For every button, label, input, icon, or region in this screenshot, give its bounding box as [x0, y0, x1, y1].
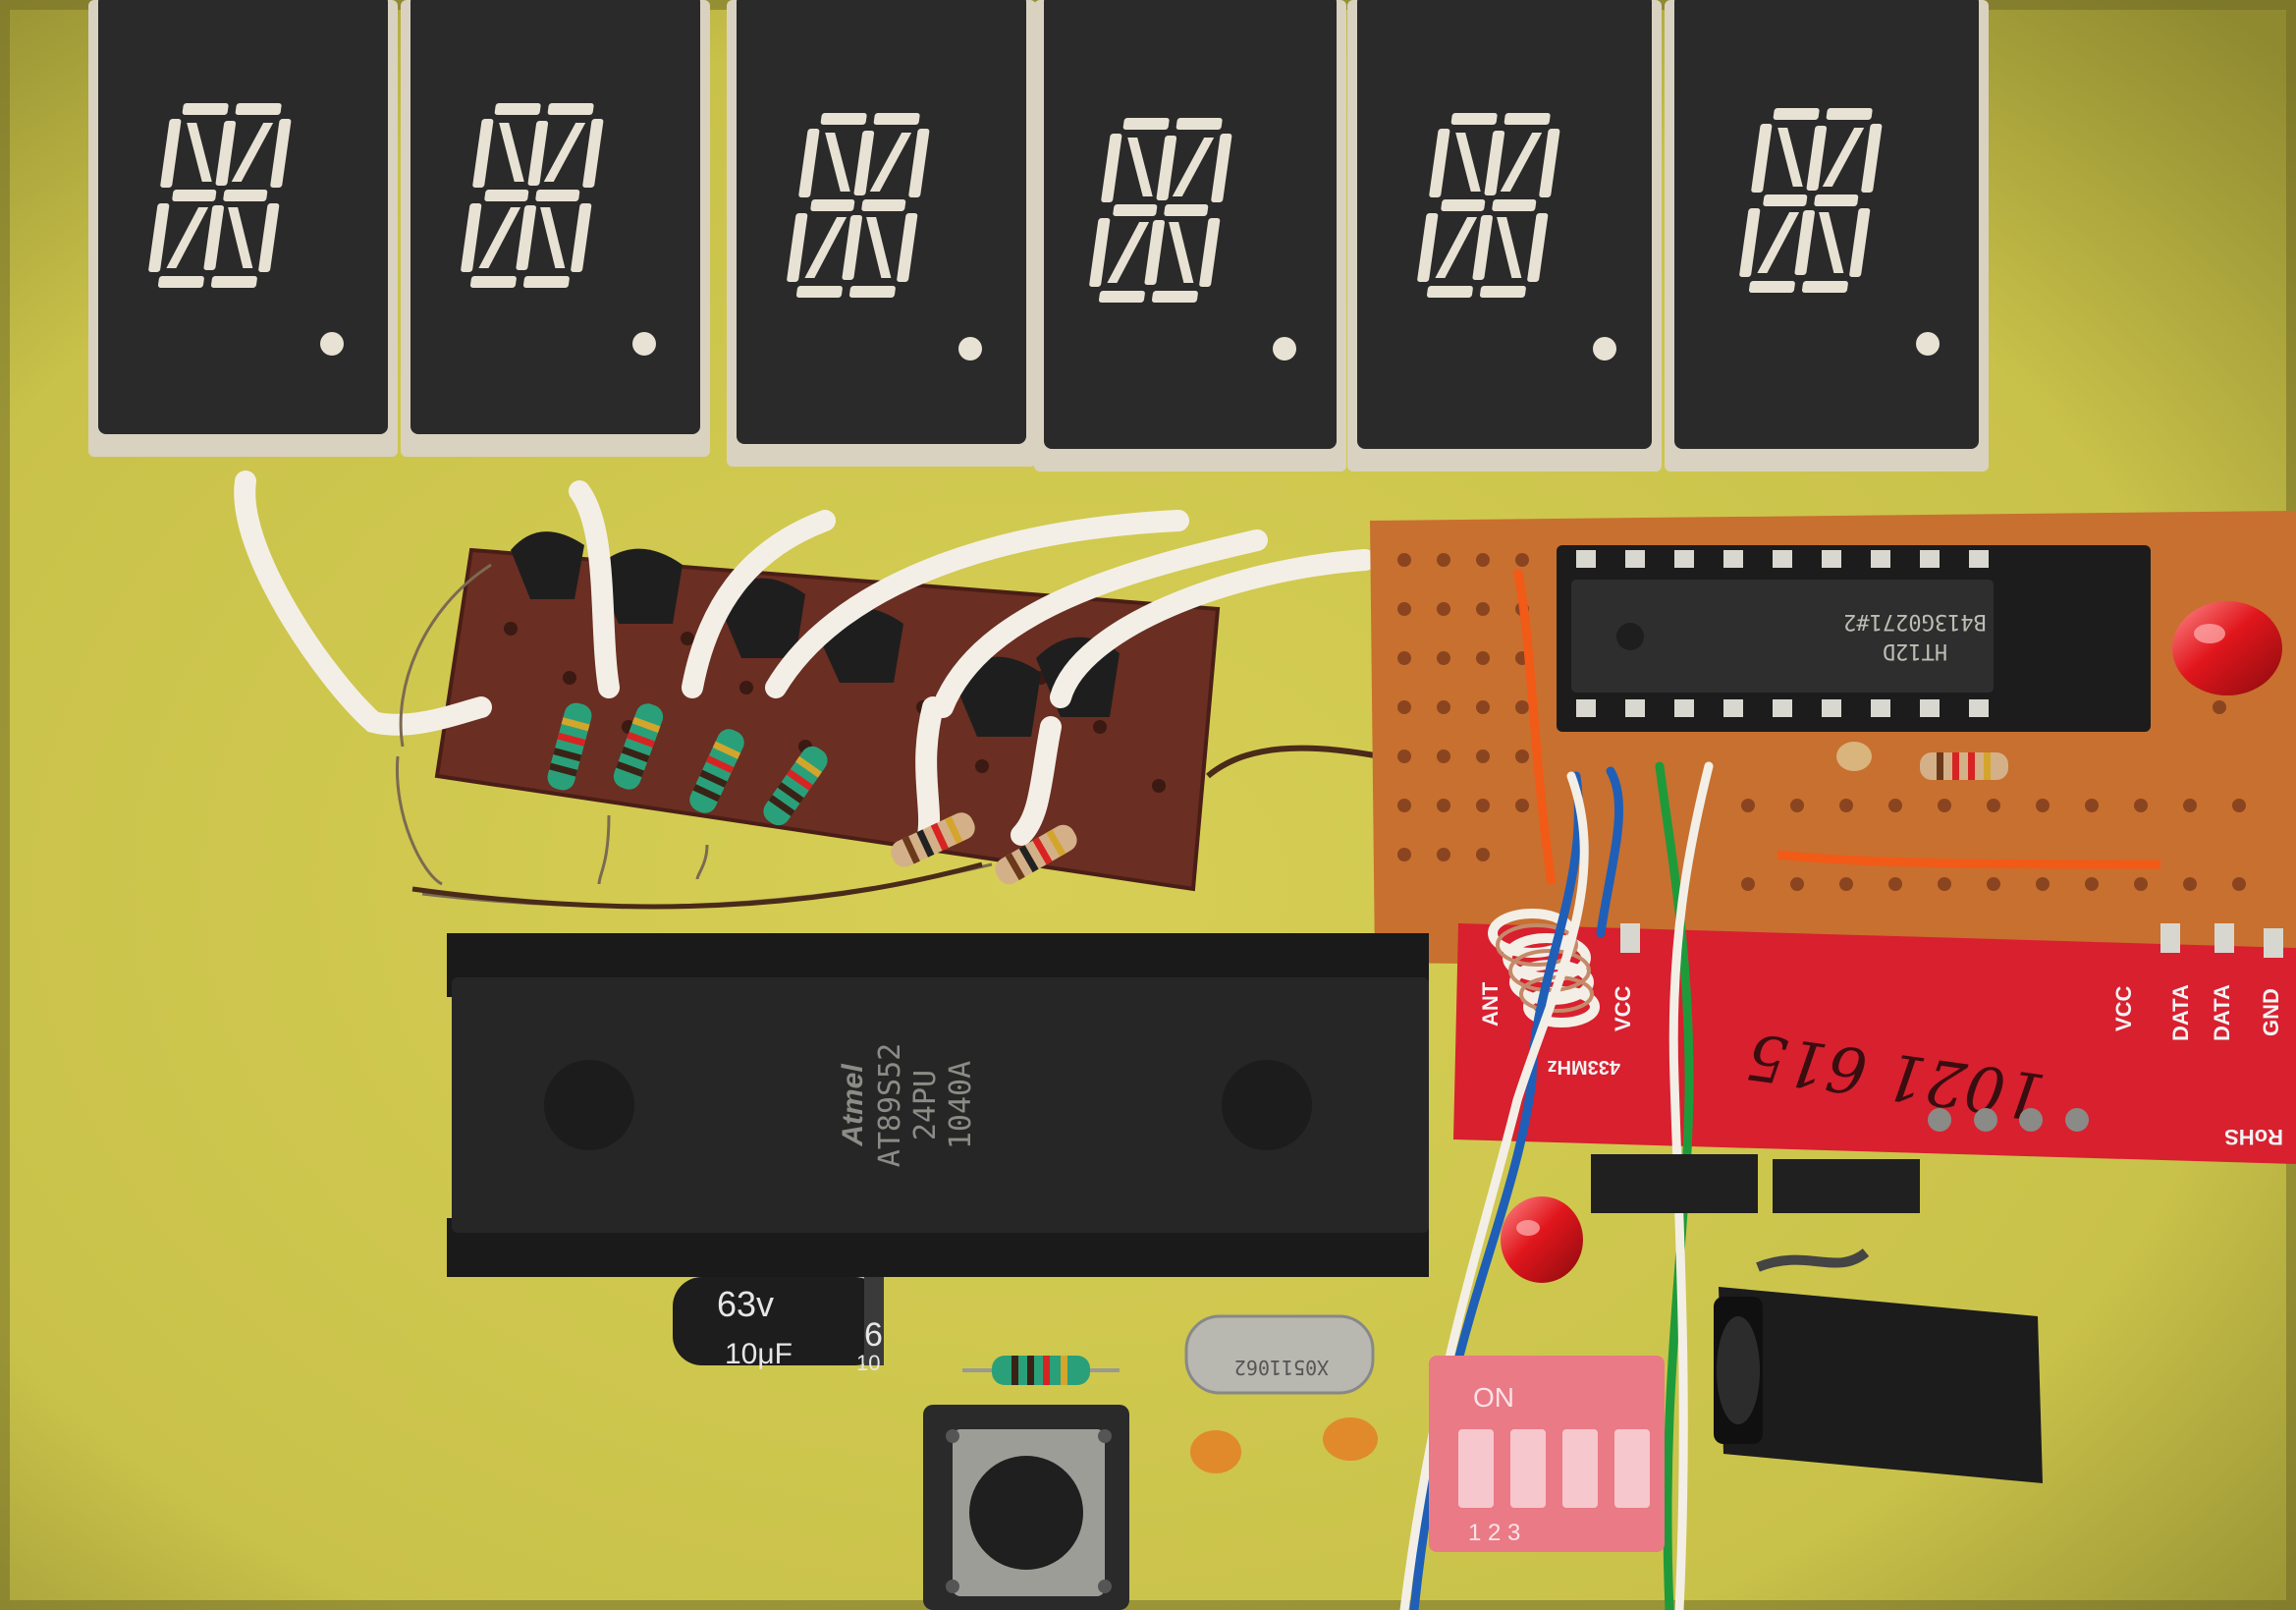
- led-icon: [2172, 601, 2282, 695]
- decoder-lot-code: B413G0271#2: [1843, 609, 1987, 634]
- mcu-package-code: 24PU: [908, 1070, 943, 1140]
- voltage-regulator-icon: [1591, 1154, 1920, 1213]
- resistor-icon: [891, 812, 975, 867]
- rf-pin-data-2: DATA: [2210, 984, 2234, 1041]
- sixteen-segment-display-icon: [1665, 0, 1989, 472]
- rf-pin-gnd: GND: [2259, 988, 2283, 1036]
- sixteen-segment-display-icon: [1034, 0, 1346, 472]
- capacitor-side-mark-2: 10: [856, 1351, 880, 1375]
- crystal-oscillator-icon: X0511062: [1184, 1314, 1375, 1395]
- resistor-icon: [962, 1356, 1120, 1385]
- display-row: [88, 0, 1989, 472]
- dip-switch-on-label: ON: [1473, 1382, 1514, 1413]
- sixteen-segment-display-icon: [727, 0, 1036, 467]
- resistor-icon: [689, 729, 744, 813]
- ceramic-capacitor-icon: [1323, 1417, 1378, 1461]
- dip-switch-toggle[interactable]: [1458, 1429, 1494, 1508]
- resistor-icon: [995, 824, 1077, 885]
- sixteen-segment-display-icon: [401, 0, 710, 457]
- rf-frequency: 433MHz: [1548, 1056, 1620, 1078]
- crystal-label: X0511062: [1234, 1356, 1329, 1379]
- orange-wire: [1512, 569, 2161, 885]
- resistor-group: [547, 702, 1077, 885]
- mcu-date-code: 1040A: [944, 1061, 978, 1149]
- transistor-icon: [594, 548, 683, 624]
- dip-switch[interactable]: ON 1 2 3: [1429, 1356, 1665, 1552]
- dip-switch-toggle[interactable]: [1562, 1429, 1598, 1508]
- rf-receiver-module: ANT VCC VCC DATA DATA GND 433MHz 1021 61…: [1453, 923, 2296, 1164]
- rf-pin-data-1: DATA: [2168, 984, 2193, 1041]
- resistor-icon: [763, 746, 828, 826]
- resistor-icon: [547, 702, 592, 791]
- transistor-icon: [717, 578, 805, 658]
- decoder-part-number: HT12D: [1883, 638, 1947, 663]
- dc-power-jack-icon: [1714, 1248, 2043, 1483]
- capacitor-voltage: 63v: [717, 1284, 774, 1324]
- mcu-part-number: AT89S52: [873, 1043, 907, 1167]
- ceramic-capacitor-icon: [1190, 1430, 1241, 1473]
- resistor-icon: [1920, 752, 2008, 780]
- microcontroller-ic: Atmel AT89S52 24PU 1040A: [447, 933, 1429, 1277]
- white-wires: [234, 471, 1376, 846]
- electrolytic-capacitor-icon: 63v 10μF 6 10: [673, 1277, 884, 1375]
- resistor-icon: [613, 703, 664, 790]
- led-icon: [1501, 1196, 1583, 1283]
- capacitor-side-mark: 6: [864, 1316, 883, 1354]
- driver-stripboard: [434, 547, 1221, 892]
- transistor-icon: [953, 656, 1041, 737]
- dip-switch-numbers: 1 2 3: [1468, 1520, 1520, 1546]
- mcu-brand: Atmel: [837, 1064, 869, 1147]
- dip-switch-toggle[interactable]: [1510, 1429, 1546, 1508]
- ceramic-capacitor-icon: [1836, 742, 1872, 771]
- capacitor-value: 10μF: [725, 1338, 793, 1370]
- dip-switch-toggle[interactable]: [1614, 1429, 1650, 1508]
- sixteen-segment-display-icon: [1347, 0, 1662, 472]
- rf-pin-vcc: VCC: [2111, 985, 2136, 1031]
- sixteen-segment-display-icon: [88, 0, 398, 457]
- reset-push-button[interactable]: [923, 1405, 1129, 1610]
- rf-pin-ant: ANT: [1478, 981, 1503, 1027]
- transistor-icon: [511, 531, 584, 599]
- rf-rohs-mark: RoHS: [2224, 1125, 2283, 1149]
- decoder-ic: HT12D B413G0271#2: [1557, 545, 2151, 732]
- rf-pin-vcc-left: VCC: [1611, 985, 1635, 1031]
